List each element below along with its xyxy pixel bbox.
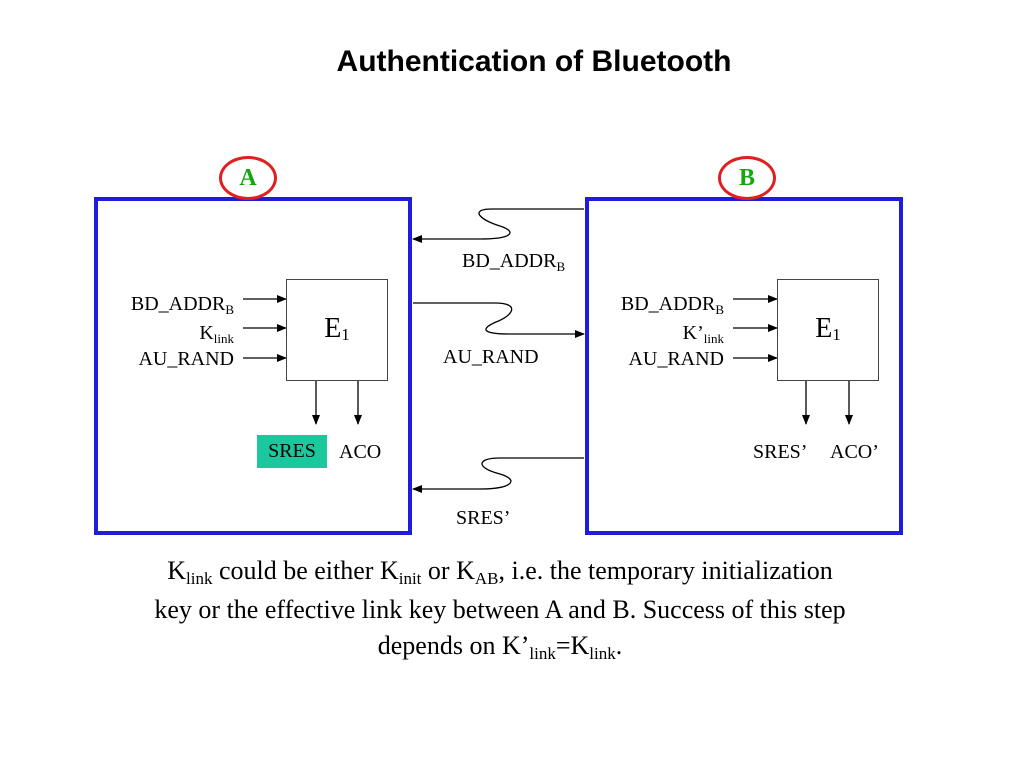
message-rand-wire: [413, 302, 585, 338]
e1-sub: 1: [341, 325, 350, 344]
message-sres-wire: [412, 457, 584, 493]
output-b-sres: SRES’: [753, 441, 808, 463]
output-b-aco: ACO’: [830, 441, 879, 463]
message-addr-label: BD_ADDRB: [462, 250, 566, 274]
e1-base: E: [324, 313, 342, 344]
caption-line-3: depends on K’link=Klink.: [377, 631, 623, 663]
caption-line-1: Klink could be either Kinit or KAB, i.e.…: [167, 556, 833, 588]
caption-line-2: key or the effective link key between A …: [154, 595, 846, 624]
diagram-title: Authentication of Bluetooth: [336, 45, 732, 78]
e1-block-b: E1: [777, 279, 879, 381]
caption: Klink could be either Kinit or KAB, i.e.…: [80, 553, 920, 667]
message-rand-label: AU_RAND: [443, 346, 539, 368]
message-addr-wire: [412, 208, 584, 243]
e1-block-a: E1: [286, 279, 388, 381]
input-a-addr: BD_ADDRB: [130, 293, 234, 317]
device-b-label: B: [718, 156, 776, 200]
output-a-aco: ACO: [339, 441, 382, 463]
input-b-rand: AU_RAND: [628, 348, 724, 370]
e1-base: E: [815, 313, 833, 344]
message-sres-label: SRES’: [456, 507, 511, 529]
output-a-sres: SRES: [257, 435, 327, 468]
input-b-addr: BD_ADDRB: [620, 293, 724, 317]
input-b-key: K’link: [682, 322, 724, 346]
input-a-rand: AU_RAND: [138, 348, 234, 370]
e1-sub: 1: [832, 325, 841, 344]
device-a-label: A: [219, 156, 277, 200]
input-a-key: Klink: [199, 322, 234, 346]
